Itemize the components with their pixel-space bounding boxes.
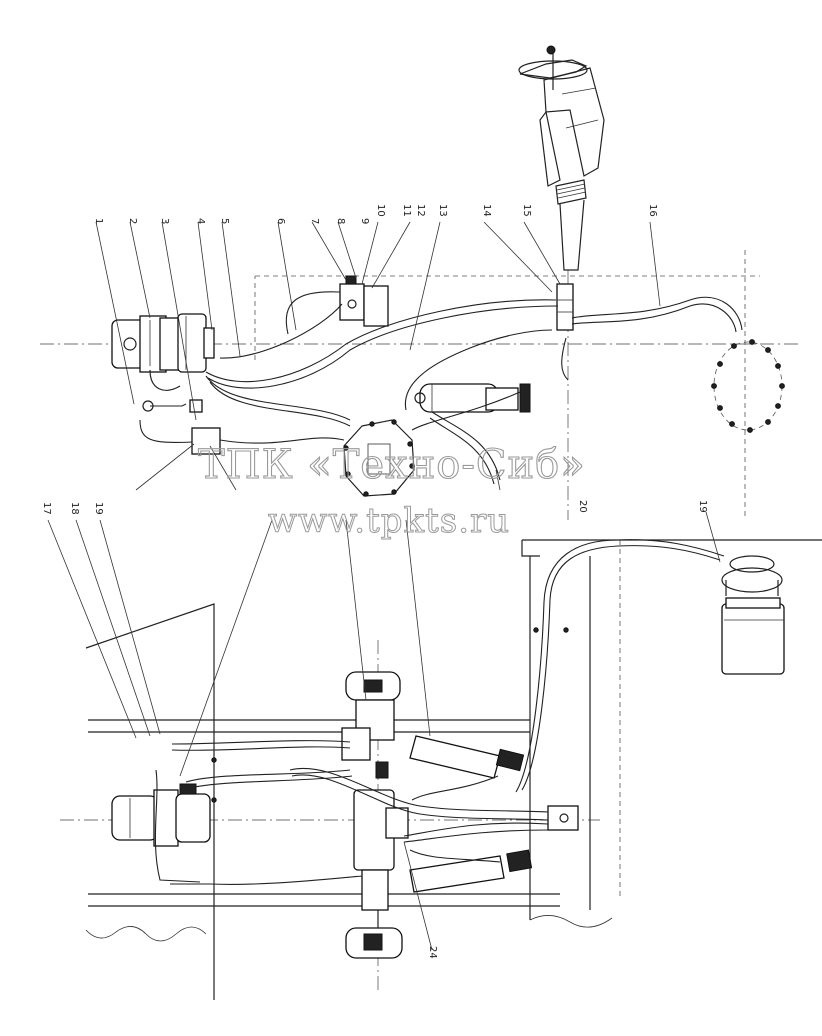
steering-cylinder-upper bbox=[414, 383, 531, 413]
valve-block-upper bbox=[339, 275, 389, 327]
vehicle-frame-lower bbox=[85, 539, 822, 1000]
leader-lines bbox=[47, 221, 721, 951]
callout-5: 5 bbox=[219, 218, 230, 224]
callout-4: 4 bbox=[195, 218, 206, 224]
callout-3: 3 bbox=[159, 218, 170, 224]
callout-16: 16 bbox=[647, 204, 658, 217]
callout-1: 1 bbox=[93, 218, 104, 224]
callout-8: 8 bbox=[335, 218, 346, 224]
hoses-upper bbox=[139, 291, 743, 485]
watermark: ТПК «Техно-Сиб» www.tpkts.ru bbox=[197, 441, 586, 541]
callout-19: 19 bbox=[93, 502, 104, 515]
callout-10: 10 bbox=[375, 204, 386, 217]
callout-19-right: 19 bbox=[697, 500, 708, 513]
wheel-hub-flange bbox=[711, 339, 785, 433]
hydraulic-pump-upper bbox=[111, 313, 215, 391]
axle-assembly-lower bbox=[341, 671, 409, 959]
callout-2: 2 bbox=[127, 218, 138, 224]
wheel-motor-lower bbox=[721, 555, 785, 675]
watermark-company: ТПК «Техно-Сиб» bbox=[198, 442, 586, 488]
callout-20: 20 bbox=[577, 500, 588, 513]
callout-13: 13 bbox=[437, 204, 448, 217]
steering-cylinders-lower bbox=[409, 735, 579, 893]
hoses-lower bbox=[154, 539, 725, 885]
callout-12: 12 bbox=[415, 204, 426, 217]
hydraulic-pump-lower bbox=[111, 783, 211, 847]
callout-11: 11 bbox=[401, 204, 412, 217]
callout-17: 17 bbox=[41, 502, 52, 515]
steering-column bbox=[518, 45, 605, 331]
callout-24: 24 bbox=[427, 946, 438, 959]
callout-15: 15 bbox=[521, 204, 532, 217]
callout-18: 18 bbox=[69, 502, 80, 515]
callout-6: 6 bbox=[275, 218, 286, 224]
callout-numbers: 1 2 3 4 5 6 7 8 9 10 11 12 13 14 15 16 1… bbox=[41, 204, 708, 959]
distributor-upper bbox=[343, 419, 415, 497]
callout-9: 9 bbox=[359, 218, 370, 224]
tee-block-upper bbox=[142, 399, 221, 455]
callout-7: 7 bbox=[309, 218, 320, 224]
callout-14: 14 bbox=[481, 204, 492, 217]
watermark-site: www.tpkts.ru bbox=[268, 501, 510, 541]
